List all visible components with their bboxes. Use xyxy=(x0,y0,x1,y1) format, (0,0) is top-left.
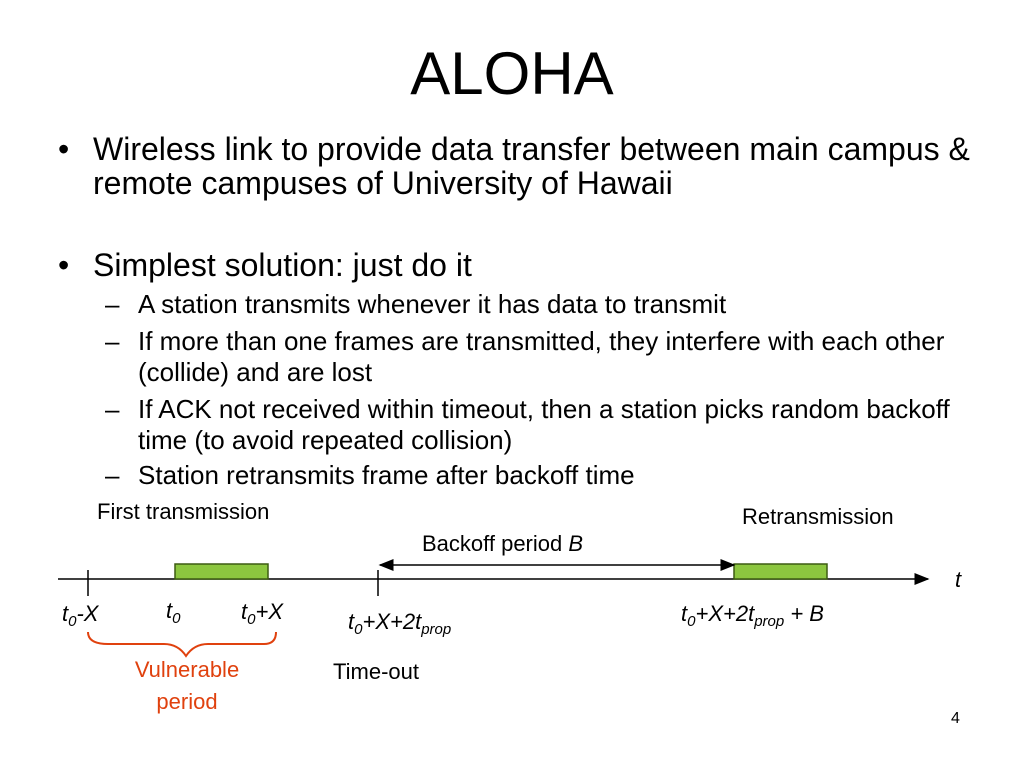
bullet-marker: • xyxy=(58,247,70,283)
first-transmission-label: First transmission xyxy=(97,499,270,524)
sub-bullet-text-2: If more than one frames are transmitted,… xyxy=(138,326,945,387)
sub-bullet-text-3: If ACK not received within timeout, then… xyxy=(138,394,950,455)
backoff-period-label: Backoff period B xyxy=(422,531,584,556)
bullet-text-1: Wireless link to provide data transfer b… xyxy=(93,131,970,201)
axis-t-label: t xyxy=(955,567,962,592)
vulnerable-period-label: Vulnerable period xyxy=(134,657,240,714)
vulnerable-brace xyxy=(87,631,277,658)
label-t0: t0 xyxy=(166,598,181,627)
timeout-label: Time-out xyxy=(333,659,419,684)
retransmission-label: Retransmission xyxy=(742,504,894,529)
first-frame-rect xyxy=(174,563,269,580)
label-t0-x-2tprop: t0+X+2tprop xyxy=(348,609,452,638)
page-number: 4 xyxy=(951,710,960,727)
bullet-marker: • xyxy=(58,131,70,167)
label-t0-minus-x: t0-X xyxy=(62,601,99,630)
bullet-text-2: Simplest solution: just do it xyxy=(93,247,472,283)
sub-bullet-marker: – xyxy=(105,460,120,490)
label-t0-plus-x: t0+X xyxy=(241,599,283,628)
retransmit-frame-rect xyxy=(733,563,828,580)
sub-bullet-text-4: Station retransmits frame after backoff … xyxy=(138,460,635,490)
sub-bullet-marker: – xyxy=(105,326,120,356)
label-t0-x-2tprop-b: t0+X+2tprop + B xyxy=(681,601,824,630)
sub-bullet-marker: – xyxy=(105,394,120,424)
sub-bullet-marker: – xyxy=(105,289,120,319)
sub-bullet-text-1: A station transmits whenever it has data… xyxy=(138,289,727,319)
slide-title: ALOHA xyxy=(410,40,614,107)
